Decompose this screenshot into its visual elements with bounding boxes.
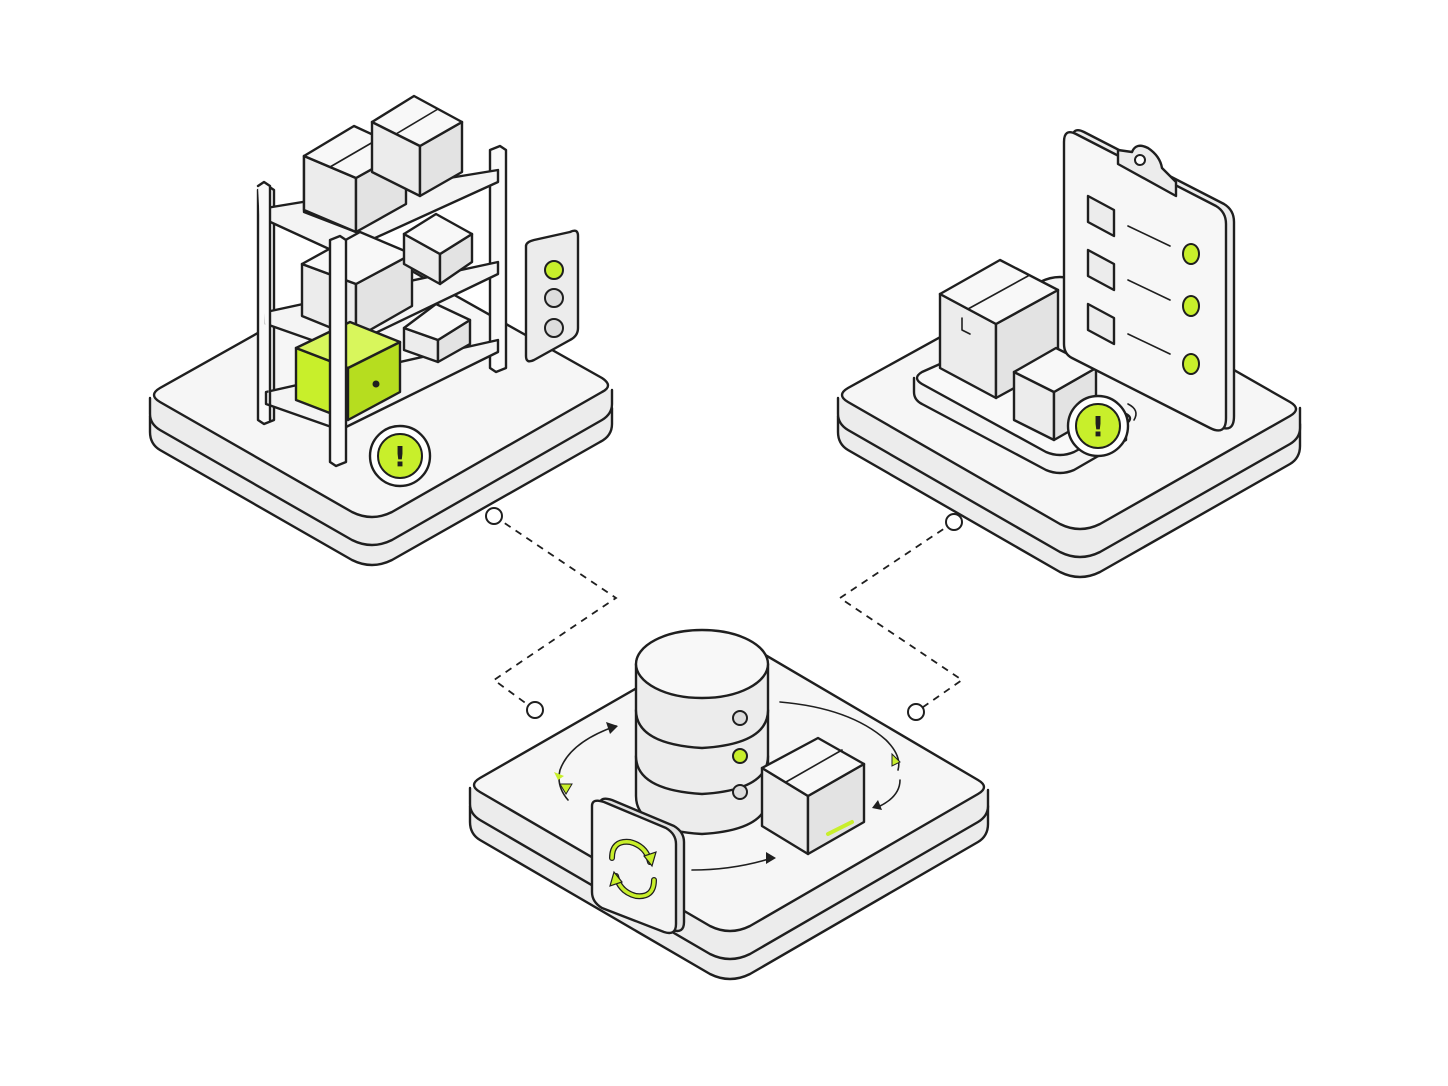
box xyxy=(302,124,408,234)
box xyxy=(938,258,1060,400)
checklist-row xyxy=(1086,194,1200,265)
box xyxy=(402,302,472,364)
alert-glyph: ! xyxy=(394,440,407,473)
status-light-gray xyxy=(544,318,564,338)
storage-shelf xyxy=(256,94,508,468)
status-light-green xyxy=(544,260,564,280)
database-icon xyxy=(634,628,770,836)
db-light-green xyxy=(732,748,748,764)
sync-platform xyxy=(468,628,990,981)
inventory-platform: ! xyxy=(836,129,1302,579)
box xyxy=(370,94,464,198)
checklist-row xyxy=(1086,248,1200,317)
status-light-gray xyxy=(544,288,564,308)
box xyxy=(402,212,474,286)
clipboard-checklist-icon xyxy=(1062,129,1236,432)
warehouse-platform: ! xyxy=(148,94,614,567)
exclamation-icon: ! xyxy=(368,424,432,488)
exclamation-icon: ! xyxy=(1066,394,1137,458)
box xyxy=(760,736,866,856)
db-light-gray xyxy=(732,710,748,726)
db-light-gray xyxy=(732,784,748,800)
cycle-arrows xyxy=(554,701,901,871)
checklist-row xyxy=(1086,302,1200,375)
status-light-panel xyxy=(524,229,580,363)
alert-glyph: ! xyxy=(1092,410,1105,443)
connector-lines xyxy=(485,507,964,721)
sync-arrows-icon xyxy=(590,797,686,935)
